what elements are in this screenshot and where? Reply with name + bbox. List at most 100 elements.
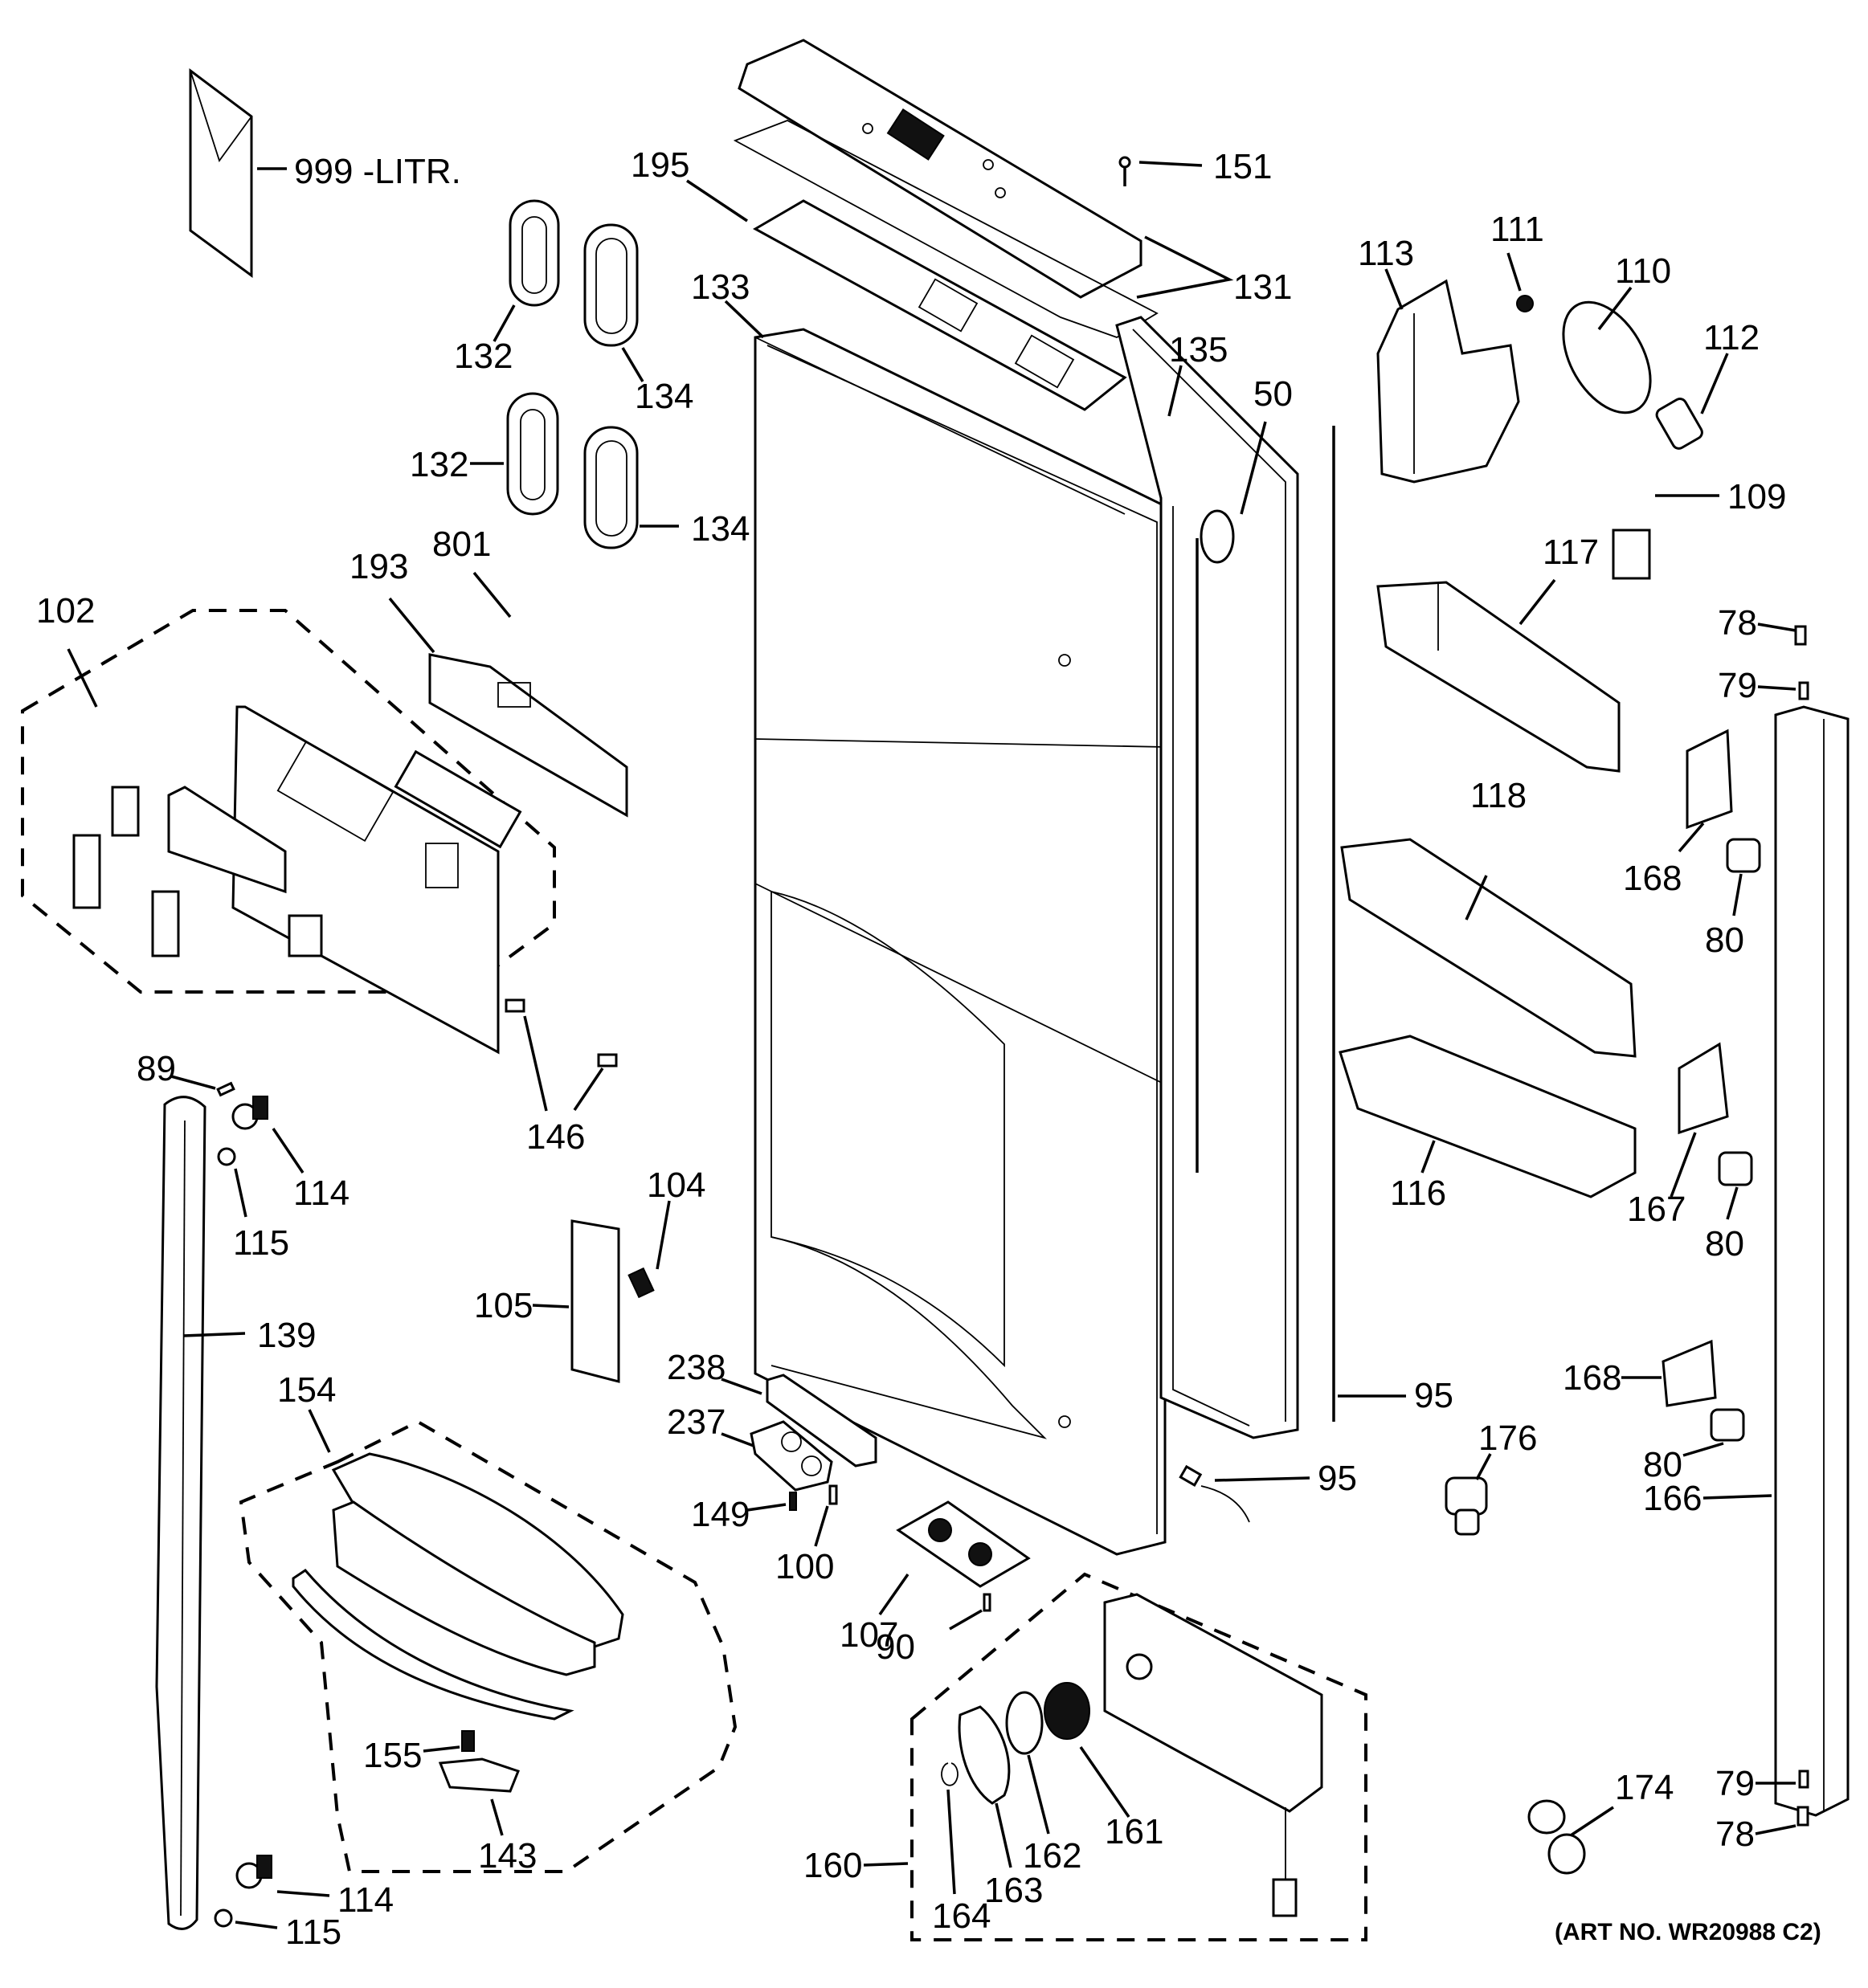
part-label-89: 89: [137, 1049, 176, 1088]
control-board-193: [428, 653, 628, 818]
part-label-113: 113: [1358, 234, 1414, 273]
hinge-168-bottom: [1662, 1339, 1717, 1407]
part-label-112: 112: [1703, 318, 1760, 357]
door-gasket-135: [1115, 316, 1299, 1439]
part-label-166: 166: [1643, 1479, 1702, 1518]
part-label-160: 160: [803, 1846, 862, 1885]
part-label-80-bottom: 80: [1643, 1445, 1682, 1484]
art-number: (ART NO. WR20988 C2): [1555, 1919, 1821, 1945]
part-label-167: 167: [1627, 1190, 1686, 1229]
part-label-78-top: 78: [1718, 603, 1757, 643]
spring-155-icon: [461, 1730, 475, 1752]
door-trim-166: [1774, 705, 1850, 1817]
part-label-134-bottom: 134: [691, 509, 750, 549]
stud-114-bottom-icon: [235, 1855, 272, 1889]
part-label-95-visible: 95: [1414, 1376, 1453, 1415]
part-label-193: 193: [349, 547, 408, 586]
screw-107-icon: [983, 1593, 991, 1612]
part-label-80-top: 80: [1705, 921, 1744, 960]
part-label-132-bottom: 132: [410, 445, 468, 484]
spring-78-top-icon: [1794, 625, 1807, 646]
dispenser-cover: [738, 39, 1142, 299]
bushing-80-bottom: [1710, 1408, 1745, 1442]
bushing-80-top: [1726, 838, 1761, 873]
washer-162: [1005, 1691, 1044, 1755]
part-label-118: 118: [1470, 776, 1527, 815]
part-label-80-mid: 80: [1705, 1224, 1744, 1263]
door-liner-133: [754, 328, 1167, 1556]
hinge-167: [1678, 1042, 1729, 1135]
hinge-168-top: [1686, 729, 1733, 830]
spring-104-icon: [627, 1267, 655, 1299]
part-label-149: 100: [775, 1547, 834, 1586]
part-label-133: 133: [691, 267, 750, 307]
part-label-164: 164: [932, 1896, 991, 1936]
door-bin-118: [1340, 838, 1637, 1058]
part-label-114-top: 114: [293, 1174, 349, 1213]
part-label-154: 154: [277, 1370, 336, 1410]
part-label-117: 117: [1543, 533, 1599, 572]
cover-plate-100: [896, 1500, 1031, 1588]
motor-112: [1655, 398, 1703, 450]
dispenser-cradle-154: [292, 1452, 624, 1721]
part-label-111: 111: [1490, 210, 1544, 249]
control-board-195: [752, 199, 1127, 411]
setscrew-115-bottom-icon: [214, 1908, 233, 1928]
lever-143: [438, 1757, 520, 1793]
part-label-79-top: 79: [1718, 666, 1757, 705]
actuator-housing-160: [1103, 1593, 1323, 1917]
door-handle-136: [155, 1096, 206, 1930]
door-bin-117: [1376, 581, 1621, 773]
clip-109: [1612, 529, 1651, 580]
part-label-143: 143: [478, 1836, 537, 1876]
part-label-114-bottom: 114: [337, 1880, 394, 1920]
dispenser-buttons: [72, 749, 522, 957]
screw-89-icon: [216, 1081, 235, 1097]
fitting-176: [1445, 1476, 1488, 1536]
part-label-109: 109: [1727, 477, 1786, 516]
screw-237-icon: [789, 1492, 797, 1511]
part-label-139: 238: [667, 1348, 726, 1387]
literature-envelope: [189, 68, 287, 278]
part-label-999: 999 -LITR.: [294, 152, 461, 191]
part-label-107: 90: [876, 1627, 915, 1667]
part-label-136: 139: [257, 1316, 316, 1355]
heater-50: [1196, 509, 1235, 1173]
part-label-90: 95: [1318, 1459, 1357, 1498]
handle-recess-132-bottom: [506, 392, 559, 516]
part-label-110: 110: [1615, 251, 1671, 291]
pin-79-bottom-icon: [1798, 1770, 1809, 1789]
part-label-151: 151: [1213, 147, 1272, 186]
part-label-174: 174: [1615, 1768, 1674, 1807]
part-label-801: 801: [432, 525, 491, 564]
assembly-boundary-154: [239, 1419, 738, 1873]
handle-gasket-134-top: [583, 223, 639, 347]
hinge-bushing-238: [750, 1420, 833, 1492]
elbow-fitting-174: [1527, 1799, 1586, 1875]
part-label-237: 149: [691, 1495, 750, 1534]
handle-recess-132-top: [509, 199, 560, 307]
part-label-104: 104: [647, 1165, 705, 1205]
assembly-boundary-102: [21, 609, 556, 994]
part-label-155: 155: [363, 1736, 422, 1775]
part-label-238: 237: [667, 1402, 726, 1442]
part-label-116: 116: [1390, 1174, 1446, 1213]
part-label-176: 176: [1478, 1419, 1537, 1458]
part-label-162: 162: [1023, 1836, 1081, 1876]
part-label-168-bottom: 168: [1563, 1358, 1621, 1398]
part-label-79-bottom: 79: [1715, 1764, 1755, 1803]
e-ring-164: [941, 1762, 959, 1786]
part-label-135: 135: [1169, 330, 1228, 369]
pin-79-top-icon: [1798, 681, 1809, 700]
part-label-50: 50: [1253, 374, 1293, 414]
spring-111-icon: [1516, 295, 1534, 312]
part-label-105: 105: [474, 1286, 533, 1325]
screw-151-icon: [1118, 156, 1131, 186]
dispenser-face-panel: [167, 705, 500, 1055]
part-label-168-top: 168: [1623, 859, 1682, 898]
part-label-163: 163: [984, 1871, 1043, 1910]
clip-146-b: [597, 1053, 618, 1067]
damper-110: [1562, 300, 1652, 414]
part-label-195: 195: [631, 145, 689, 185]
